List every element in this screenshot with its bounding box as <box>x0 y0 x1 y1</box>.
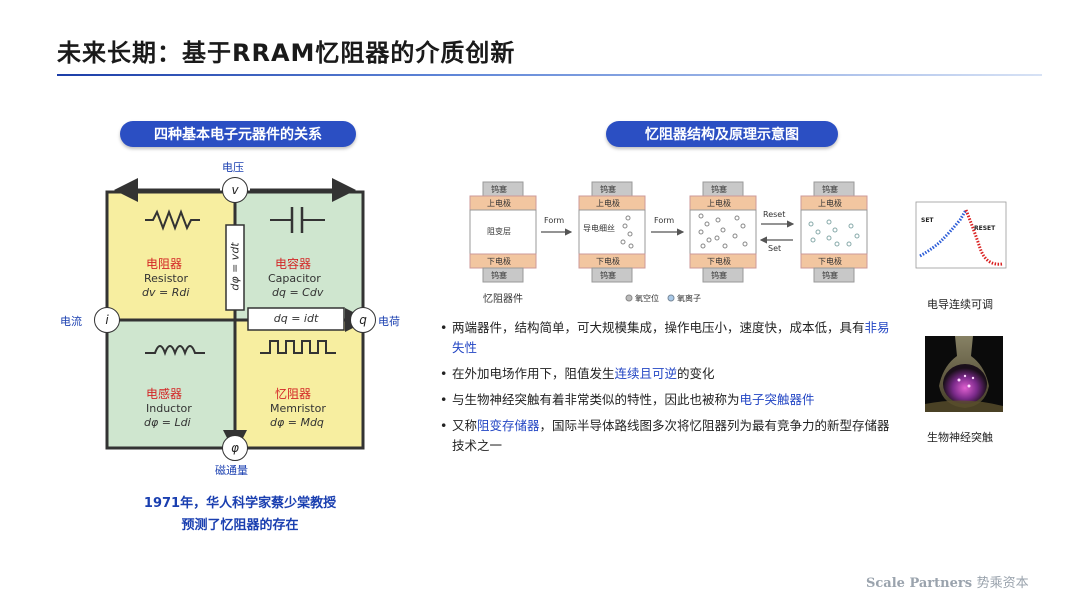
capacitor-en: Capacitor <box>268 272 321 285</box>
feature-item: • 又称阻变存储器，国际半导体路线图多次将忆阻器列为最有竞争力的新型存储器技术之… <box>440 418 890 453</box>
top-cap-1: 钨塞 <box>491 185 507 194</box>
resistor-formula: dv = Rdi <box>142 286 190 299</box>
bottom-cap-2: 钨塞 <box>600 271 616 280</box>
top-cap-3: 钨塞 <box>711 185 727 194</box>
memristor-formula: dφ = Mdq <box>270 416 324 429</box>
node-v: v <box>222 177 248 203</box>
filament-label: 导电细丝 <box>583 224 615 233</box>
resistor-en: Resistor <box>144 272 188 285</box>
set-label: SET <box>921 217 934 224</box>
feature-item: • 在外加电场作用下，阻值发生连续且可逆的变化 <box>440 366 715 381</box>
capacitor-cn: 电容器 <box>275 257 312 271</box>
top-cap-4: 钨塞 <box>822 185 838 194</box>
conductance-mini-chart: SET RESET <box>912 200 1008 274</box>
top-electrode-2: 上电极 <box>596 199 620 208</box>
structure-svg <box>469 181 868 302</box>
label-charge: 电荷 <box>378 315 400 328</box>
label-flux: 磁通量 <box>215 464 248 477</box>
capacitor-formula: dq = Cdv <box>272 286 324 299</box>
inductor-formula: dφ = Ldi <box>144 416 191 429</box>
bottom-electrode-2: 下电极 <box>596 257 620 266</box>
feature-item: • 与生物神经突触有着非常类似的特性，因此也被称为电子突触器件 <box>440 392 815 407</box>
bottom-electrode-1: 下电极 <box>487 257 511 266</box>
section-pill-relationships: 四种基本电子元器件的关系 <box>120 121 356 147</box>
feature-list: • 两端器件，结构简单，可大规模集成，操作电压小，速度快，成本低，具有非易失性 … <box>440 318 900 462</box>
resistor-symbol <box>145 209 200 231</box>
resist-layer: 阻变层 <box>487 227 511 236</box>
memristor-en: Memristor <box>270 402 326 415</box>
arrow-set-label: Set <box>768 244 782 253</box>
inductor-quadrant <box>107 320 235 448</box>
reset-label: RESET <box>974 225 996 232</box>
arrow-form-2-label: Form <box>654 216 675 225</box>
vertical-relation: dφ = vdt <box>228 242 242 291</box>
memristor-symbol <box>260 340 336 354</box>
device-label: 忆阻器件 <box>483 294 523 305</box>
stack-2 <box>578 181 646 283</box>
inductor-en: Inductor <box>146 402 192 415</box>
title-underline <box>57 74 1042 76</box>
page-title: 未来长期：基于RRAM忆阻器的介质创新 <box>57 39 516 67</box>
label-current: 电流 <box>60 315 82 328</box>
inductor-cn: 电感器 <box>146 387 183 401</box>
arrow-form-1-label: Form <box>544 216 565 225</box>
top-electrode-1: 上电极 <box>487 199 511 208</box>
chua-caption: 1971年，华人科学家蔡少棠教授 预测了忆阻器的存在 <box>143 496 337 533</box>
stack-3 <box>689 181 757 283</box>
resistor-quadrant <box>107 192 235 320</box>
top-cap-2: 钨塞 <box>600 185 616 194</box>
feature-item: • 两端器件，结构简单，可大规模集成，操作电压小，速度快，成本低，具有非易失性 <box>440 320 890 355</box>
top-electrode-3: 上电极 <box>707 199 731 208</box>
arrow-reset-label: Reset <box>763 210 786 219</box>
node-i: i <box>94 307 120 333</box>
bottom-cap-1: 钨塞 <box>491 271 507 280</box>
resistor-cn: 电阻器 <box>146 257 183 271</box>
label-voltage: 电压 <box>222 161 244 174</box>
synapse-image <box>925 336 1003 412</box>
synapse-illustration <box>925 336 1003 412</box>
memristor-quadrant <box>235 320 363 448</box>
bottom-cap-3: 钨塞 <box>711 271 727 280</box>
caption-conductance: 电导连续可调 <box>927 298 993 311</box>
bottom-electrode-4: 下电极 <box>818 257 842 266</box>
bottom-cap-4: 钨塞 <box>822 271 838 280</box>
watermark: Scale Partners 势乘资本 <box>866 576 1029 591</box>
node-phi: φ <box>222 435 248 461</box>
caption-synapse: 生物神经突触 <box>927 431 993 444</box>
memristor-structure-diagram: 钨塞 上电极 阻变层 下电极 钨塞 钨塞 上电极 导电细丝 下电极 钨塞 钨塞 … <box>463 180 883 305</box>
top-electrode-4: 上电极 <box>818 199 842 208</box>
horizontal-relation: dq = idt <box>273 312 319 325</box>
stack-1 <box>469 181 537 283</box>
conductance-svg: SET RESET <box>915 201 1007 269</box>
inductor-symbol <box>145 345 205 356</box>
legend-ion: 氧离子 <box>677 294 701 303</box>
four-elements-diagram: v i q φ 电压 电流 电荷 磁通量 电阻器 Resistor dv = R… <box>60 155 420 480</box>
memristor-cn: 忆阻器 <box>275 387 312 401</box>
capacitor-quadrant <box>235 192 363 320</box>
legend-vacancy: 氧空位 <box>635 294 659 303</box>
section-pill-structure: 忆阻器结构及原理示意图 <box>606 121 838 147</box>
node-q: q <box>350 307 376 333</box>
bottom-electrode-3: 下电极 <box>707 257 731 266</box>
stack-4 <box>800 181 868 283</box>
